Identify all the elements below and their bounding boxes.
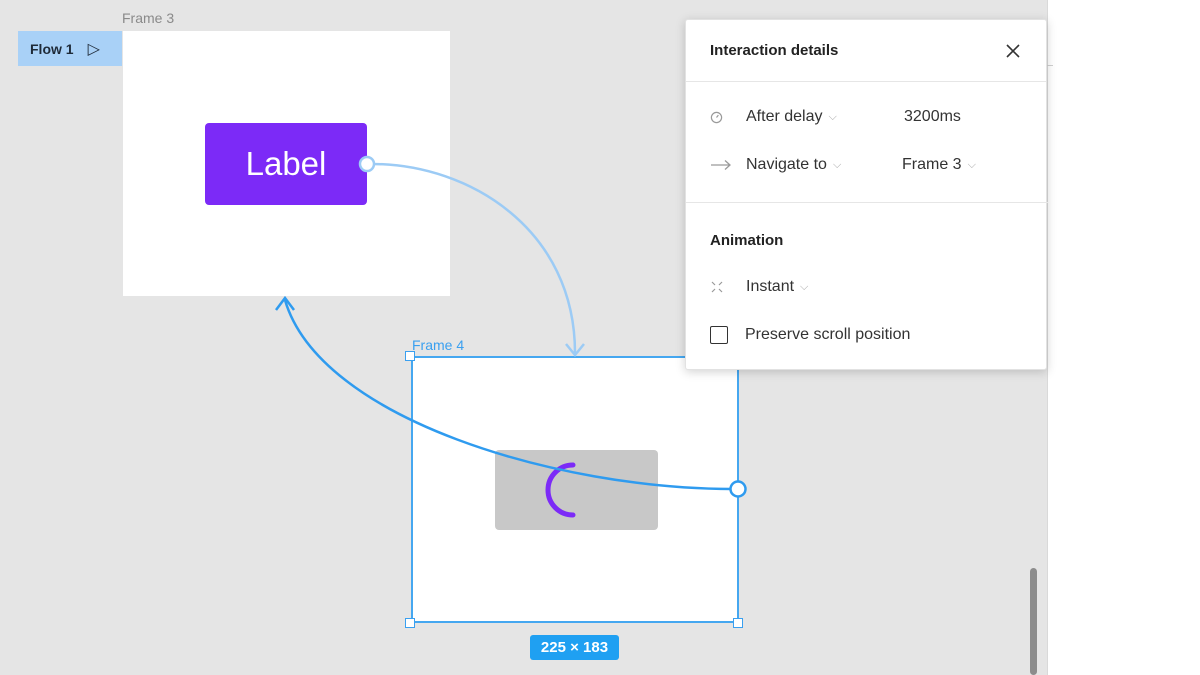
trigger-dropdown[interactable]: After delay ⌵ bbox=[710, 108, 837, 126]
preserve-scroll-checkbox[interactable] bbox=[710, 326, 728, 344]
frame4-label[interactable]: Frame 4 bbox=[412, 337, 465, 353]
frame3-label[interactable]: Frame 3 bbox=[122, 10, 175, 26]
frame-4[interactable] bbox=[411, 356, 739, 623]
timer-icon bbox=[710, 111, 732, 124]
flow-label: Flow 1 bbox=[30, 40, 74, 57]
loader-container[interactable] bbox=[495, 450, 658, 530]
preserve-scroll-option[interactable]: Preserve scroll position bbox=[710, 326, 910, 344]
destination-dropdown[interactable]: Frame 3 ⌵ bbox=[902, 156, 976, 174]
action-label: Navigate to bbox=[746, 156, 827, 173]
delay-value-input[interactable]: 3200ms bbox=[904, 108, 961, 125]
label-button-text: Label bbox=[245, 145, 327, 182]
destination-value: Frame 3 bbox=[902, 156, 962, 173]
panel-title: Interaction details bbox=[710, 42, 839, 59]
loader-icon bbox=[545, 462, 576, 518]
panel-edge-divider bbox=[1047, 65, 1053, 300]
section-divider bbox=[686, 202, 1048, 203]
resize-handle-bottom-left[interactable] bbox=[405, 618, 415, 628]
arrow-right-icon bbox=[710, 159, 732, 171]
chevron-down-icon: ⌵ bbox=[800, 280, 809, 293]
panel-header: Interaction details bbox=[686, 20, 1046, 82]
close-icon[interactable] bbox=[1002, 40, 1024, 62]
interaction-details-panel: Interaction details After delay ⌵ 3200ms… bbox=[685, 19, 1048, 370]
chevron-down-icon: ⌵ bbox=[967, 158, 976, 171]
vertical-scrollbar[interactable] bbox=[1030, 568, 1037, 675]
play-icon[interactable]: ▷ bbox=[87, 40, 100, 58]
resize-handle-bottom-right[interactable] bbox=[733, 618, 743, 628]
animation-dropdown[interactable]: Instant ⌵ bbox=[710, 278, 808, 296]
animation-type: Instant bbox=[746, 278, 795, 295]
action-dropdown[interactable]: Navigate to ⌵ bbox=[710, 156, 841, 174]
chevron-down-icon: ⌵ bbox=[828, 110, 837, 123]
chevron-down-icon: ⌵ bbox=[832, 158, 842, 171]
trigger-label: After delay bbox=[746, 108, 823, 125]
animation-section-title: Animation bbox=[710, 232, 784, 249]
size-badge: 225 × 183 bbox=[530, 635, 619, 660]
preserve-scroll-label: Preserve scroll position bbox=[745, 326, 911, 343]
label-button[interactable]: Label bbox=[205, 123, 367, 205]
resize-handle-top-left[interactable] bbox=[405, 351, 415, 361]
frame-3[interactable]: Label bbox=[123, 31, 450, 296]
right-sidebar bbox=[1047, 0, 1200, 675]
flow-start-badge[interactable]: Flow 1 ▷ bbox=[18, 31, 122, 66]
instant-icon bbox=[710, 280, 732, 294]
